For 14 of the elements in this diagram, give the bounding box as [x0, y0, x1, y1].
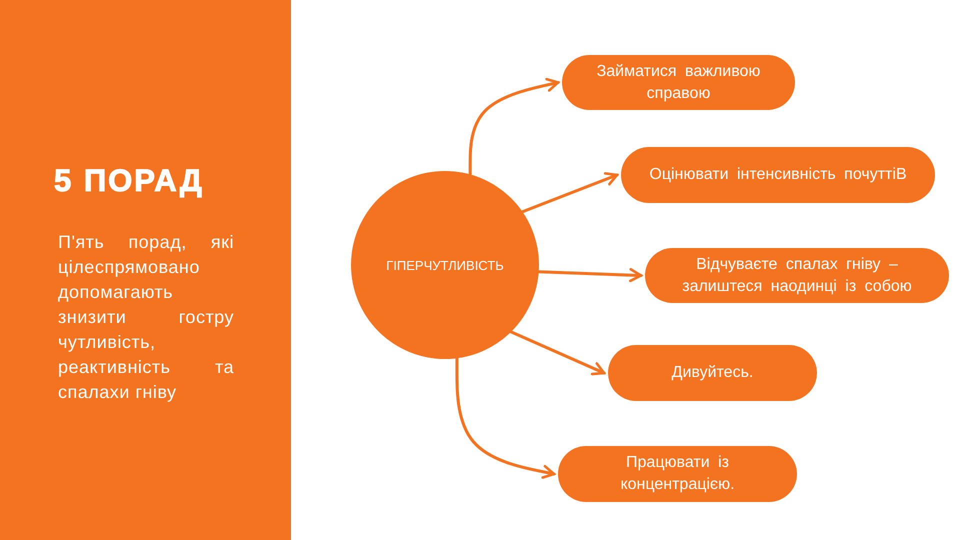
side-panel	[0, 0, 291, 540]
tip-text: Дивуйтесь.	[672, 363, 754, 383]
panel-description: П'ять порад, які цілеспрямовано допомагають знизити гостру чутливість, реактивність та спалахи гніву	[58, 231, 234, 404]
arrow	[468, 78, 560, 176]
arrow	[537, 268, 642, 282]
tip-text: Відчуваєте спалах гніву – залиштеся наодинці із собою	[681, 254, 913, 296]
panel-heading: 5 ПОРАД	[54, 163, 204, 199]
tip-text: Оцінювати інтенсивність почуттіВ	[649, 165, 907, 185]
arrow	[520, 172, 618, 214]
tip-text: Працювати із концентрацією.	[619, 453, 736, 495]
arrow	[510, 330, 606, 376]
topic-label: ГІПЕРЧУТЛИВІСТЬ	[386, 258, 504, 272]
tip-text: Займатися важливою справою	[596, 62, 762, 104]
arrow	[455, 356, 556, 479]
